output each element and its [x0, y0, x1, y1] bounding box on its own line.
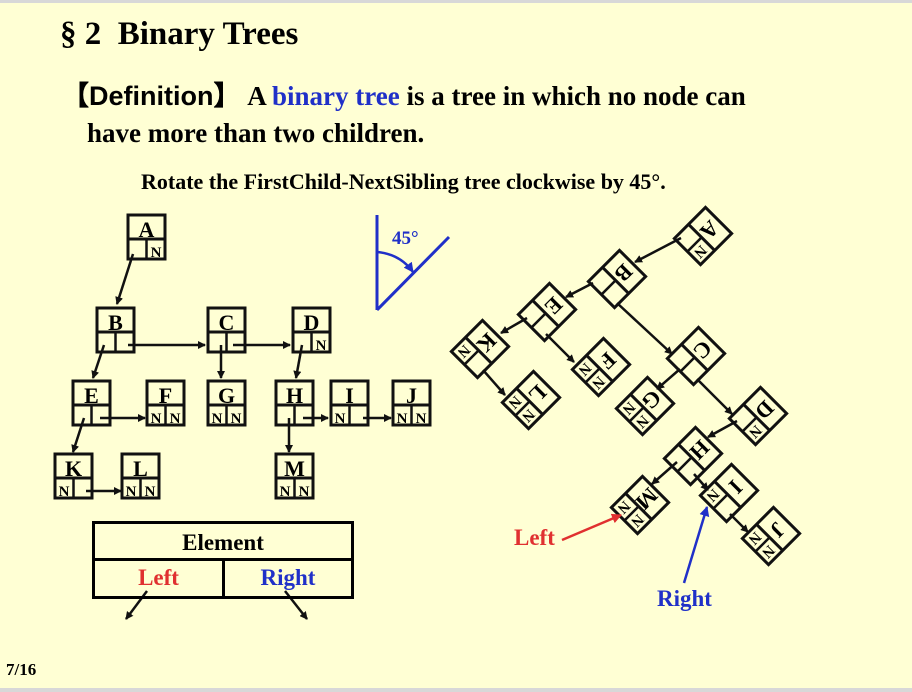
svg-text:N: N [151, 245, 162, 261]
svg-text:I: I [345, 383, 354, 408]
svg-text:N: N [231, 411, 242, 427]
rotate-instruction: Rotate the FirstChild-NextSibling tree c… [141, 169, 666, 194]
rnode-G: GNN [614, 375, 676, 437]
definition-term: binary tree [272, 81, 400, 111]
node-B: B [95, 306, 136, 354]
left-pointer-arrow [561, 513, 622, 542]
right-pointer-arrow [682, 506, 710, 584]
right-label: Right [657, 586, 712, 611]
svg-text:N: N [335, 411, 346, 427]
svg-text:D: D [304, 310, 320, 335]
node-D: DN [291, 306, 332, 354]
left-label: Left [514, 525, 555, 550]
rnode-F: FNN [570, 336, 632, 398]
svg-text:E: E [84, 383, 99, 408]
svg-text:A: A [139, 217, 155, 242]
svg-text:J: J [406, 383, 417, 408]
definition-label: 【Definition】 [62, 81, 241, 111]
node-H: H [274, 379, 315, 427]
rotated-tree-nodes: AN B E KN LNN FNN C GNN DN H MNN IN JNN [449, 205, 802, 567]
svg-text:N: N [170, 411, 181, 427]
rnode-E: E [516, 281, 578, 343]
svg-text:N: N [145, 484, 156, 500]
element-box-arrows [125, 590, 308, 620]
rnode-B: B [586, 248, 648, 310]
rnode-L: LNN [500, 369, 562, 431]
rnode-I: IN [698, 462, 760, 524]
slide-title: § 2 Binary Trees [60, 16, 299, 52]
svg-text:K: K [65, 456, 82, 481]
node-K: KN [53, 452, 94, 500]
svg-text:N: N [151, 411, 162, 427]
angle-indicator [375, 215, 451, 312]
svg-text:H: H [286, 383, 303, 408]
rnode-H: H [662, 425, 724, 487]
svg-text:L: L [133, 456, 148, 481]
svg-text:F: F [159, 383, 172, 408]
rnode-J: JNN [740, 505, 802, 567]
rnode-D: DN [727, 385, 789, 447]
page-number: 7/16 [6, 660, 37, 679]
angle-label: 45° [392, 228, 419, 249]
rnode-A: AN [672, 205, 734, 267]
definition: 【Definition】 A binary tree is a tree in … [62, 78, 746, 148]
definition-prefix: A [240, 81, 272, 111]
svg-text:N: N [59, 484, 70, 500]
svg-text:N: N [397, 411, 408, 427]
svg-text:N: N [316, 338, 327, 354]
node-E: E [71, 379, 112, 427]
svg-text:N: N [212, 411, 223, 427]
svg-text:N: N [416, 411, 427, 427]
node-A: AN [126, 213, 167, 261]
element-field: Element [95, 524, 351, 561]
svg-text:B: B [108, 310, 123, 335]
svg-text:G: G [218, 383, 235, 408]
definition-suffix: is a tree in which no node can [399, 81, 746, 111]
svg-text:C: C [219, 310, 235, 335]
rnode-M: MNN [609, 474, 671, 536]
rnode-K: KN [449, 318, 511, 380]
bottom-border [0, 688, 912, 692]
svg-text:N: N [280, 484, 291, 500]
svg-text:M: M [284, 456, 305, 481]
top-border [0, 0, 912, 3]
svg-text:N: N [299, 484, 310, 500]
right-field: Right [260, 565, 316, 590]
svg-text:N: N [126, 484, 137, 500]
left-field: Left [95, 561, 225, 596]
node-structure-box: Element Left Right [92, 521, 354, 599]
rnode-C: C [665, 325, 727, 387]
definition-line2: have more than two children. [87, 118, 425, 148]
node-I: IN [329, 379, 370, 427]
node-C: C [206, 306, 247, 354]
